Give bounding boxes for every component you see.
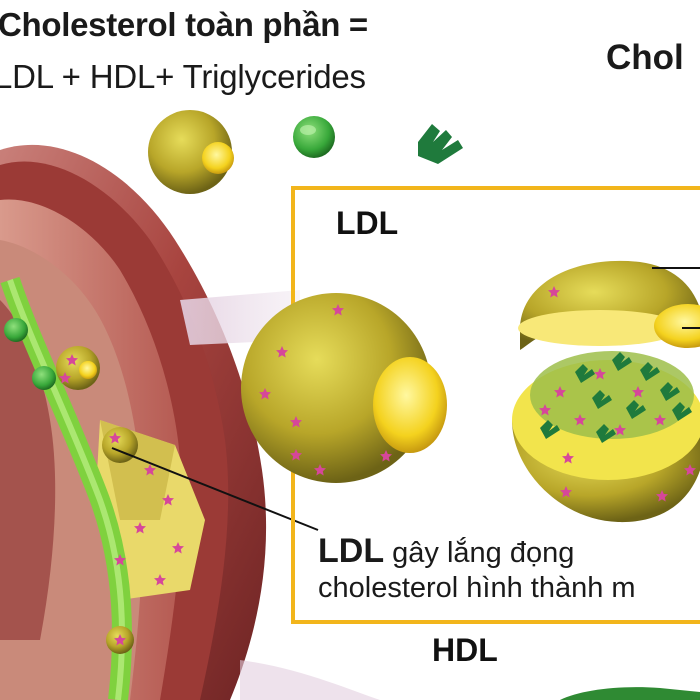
ldl-panel-heading: LDL (336, 205, 399, 241)
triglyceride-icon (418, 124, 463, 164)
hdl-particle-icon (293, 116, 335, 158)
ldl-caption-line-1: LDL gây lắng đọng (318, 532, 574, 571)
artery-illustration (0, 144, 319, 700)
ldl-caption-strong: LDL (318, 532, 385, 570)
hdl-heading: HDL (432, 632, 498, 668)
ldl-caption-rest: gây lắng đọng (384, 537, 575, 569)
ldl-particle-cutaway (512, 260, 700, 523)
title-line-2: LDL + HDL+ Triglycerides (0, 58, 366, 95)
title-right-fragment: Chol (606, 38, 684, 77)
ldl-particle-large (241, 293, 447, 483)
ldl-caption-line-2: cholesterol hình thành m (318, 572, 636, 604)
ldl-particle-icon (148, 110, 234, 194)
title-line-1: Cholesterol toàn phần = (0, 6, 368, 43)
